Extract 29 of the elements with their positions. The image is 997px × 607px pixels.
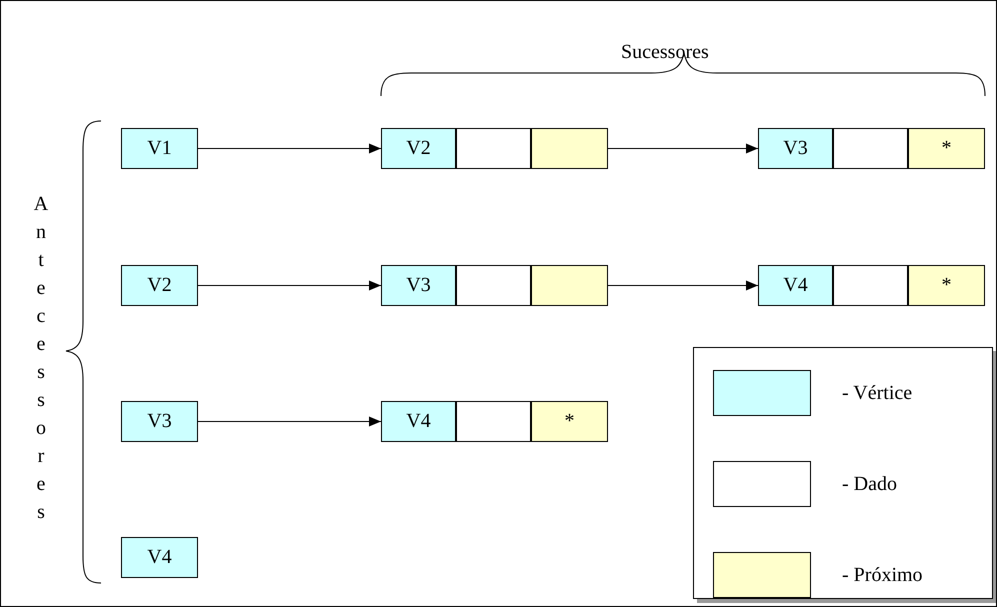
vertex-cell: V4 xyxy=(381,401,456,442)
vertex-cell: V2 xyxy=(381,128,456,169)
next-pointer-cell xyxy=(531,265,608,306)
arrow xyxy=(608,280,758,290)
vertex-cell: V2 xyxy=(121,265,198,306)
vertex-cell: V3 xyxy=(381,265,456,306)
legend-label: - Vértice xyxy=(842,381,912,406)
data-cell xyxy=(456,128,531,169)
vertex-cell: V1 xyxy=(121,128,198,169)
next-pointer-cell: * xyxy=(908,128,985,169)
legend-label: - Próximo xyxy=(842,563,923,588)
next-pointer-cell xyxy=(531,128,608,169)
legend-label: - Dado xyxy=(842,472,897,497)
data-cell xyxy=(833,128,908,169)
arrow xyxy=(608,144,758,154)
data-cell xyxy=(456,265,531,306)
arrow xyxy=(198,416,382,426)
vertex-cell: V4 xyxy=(121,537,198,578)
group-caption: Sucessores xyxy=(621,41,709,64)
axis-caption: Antecessores xyxy=(31,193,51,529)
vertex-cell: V3 xyxy=(758,128,833,169)
data-cell xyxy=(456,401,531,442)
vertex-cell: V3 xyxy=(121,401,198,442)
vertex-cell: V4 xyxy=(758,265,833,306)
data-cell xyxy=(833,265,908,306)
next-pointer-cell: * xyxy=(531,401,608,442)
arrow xyxy=(198,280,382,290)
arrow xyxy=(198,144,382,154)
next-pointer-cell: * xyxy=(908,265,985,306)
